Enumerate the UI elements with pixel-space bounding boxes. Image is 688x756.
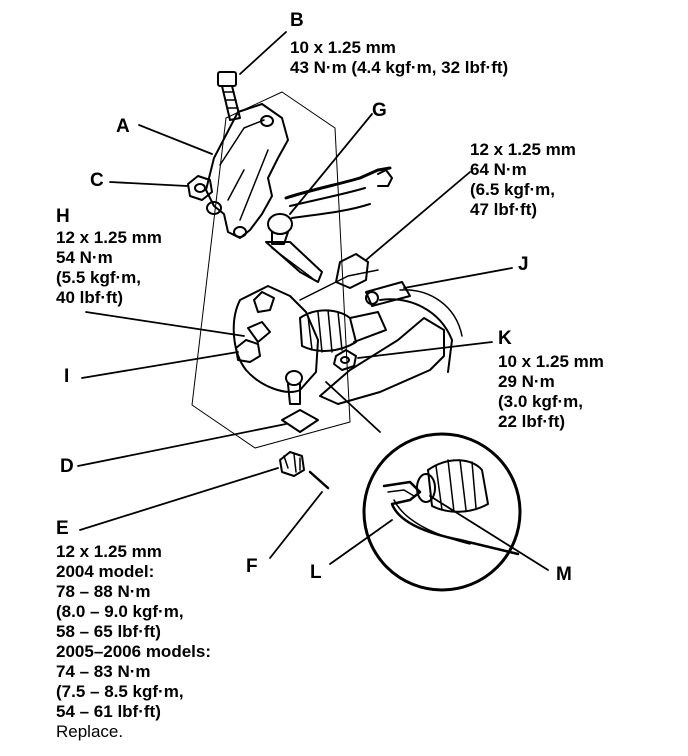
spec-k-line: 29 N·m: [498, 372, 555, 391]
leader-lines: [77, 31, 549, 571]
spec-g: 12 x 1.25 mm 64 N·m (6.5 kgf·m, 47 lbf·f…: [470, 140, 576, 220]
spec-k-line: 22 lbf·ft): [498, 412, 566, 431]
nut-c: [187, 175, 213, 201]
label-m: M: [556, 564, 572, 585]
spec-e-line: (8.0 – 9.0 kgf·m,: [56, 602, 184, 621]
spec-e-line: (7.5 – 8.5 kgf·m,: [56, 682, 184, 701]
spec-e-line: 2004 model:: [56, 562, 155, 581]
reference-panel-outline: [191, 91, 351, 449]
spec-e-line: 54 – 61 lbf·ft): [56, 702, 161, 721]
spec-b-line: 43 N·m (4.4 kgf·m, 32 lbf·ft): [290, 58, 509, 77]
spec-e-line: Replace.: [56, 722, 124, 741]
spec-g-line: (6.5 kgf·m,: [470, 180, 556, 199]
ball-joint-d: [281, 370, 319, 433]
spec-k-line: 10 x 1.25 mm: [498, 352, 604, 371]
spec-h-line: 12 x 1.25 mm: [56, 228, 162, 247]
spec-e-line: 58 – 65 lbf·ft): [56, 622, 161, 641]
nut-k: [333, 349, 357, 371]
spec-e-line: 12 x 1.25 mm: [56, 542, 162, 561]
spec-b: 10 x 1.25 mm 43 N·m (4.4 kgf·m, 32 lbf·f…: [290, 38, 508, 78]
label-l: L: [310, 562, 322, 583]
nut-i: [235, 339, 261, 363]
ball-joint-g: [267, 213, 293, 245]
label-k: K: [498, 328, 512, 349]
spec-h-line: 40 lbf·ft): [56, 288, 124, 307]
label-h: H: [56, 206, 70, 227]
label-e: E: [56, 518, 69, 539]
upper-link: [265, 241, 323, 283]
spec-e-line: 74 – 83 N·m: [56, 662, 151, 681]
spec-g-line: 64 N·m: [470, 160, 527, 179]
bolt-b: [217, 71, 241, 121]
label-f: F: [246, 556, 258, 577]
label-j: J: [518, 254, 529, 275]
knuckle: [232, 253, 379, 393]
drive-shaft-boot: [299, 309, 387, 353]
label-b: B: [290, 10, 304, 31]
spec-e: 12 x 1.25 mm 2004 model: 78 – 88 N·m (8.…: [56, 542, 211, 742]
spec-h: 12 x 1.25 mm 54 N·m (5.5 kgf·m, 40 lbf·f…: [56, 228, 162, 308]
spec-e-line: 2005–2006 models:: [56, 642, 211, 661]
label-i: I: [64, 366, 70, 387]
label-g: G: [372, 100, 387, 121]
bracket-a: [205, 103, 289, 239]
castle-nut-e: [279, 451, 305, 477]
spec-g-line: 12 x 1.25 mm: [470, 140, 576, 159]
spec-k: 10 x 1.25 mm 29 N·m (3.0 kgf·m, 22 lbf·f…: [498, 352, 604, 432]
stabilizer-bar: [284, 166, 392, 200]
bolt-h-head: [247, 321, 271, 343]
tie-rod-end-j: [365, 281, 411, 307]
label-d: D: [60, 456, 74, 477]
spec-h-line: 54 N·m: [56, 248, 113, 267]
spec-h-line: (5.5 kgf·m,: [56, 268, 142, 287]
detail-view: [362, 432, 522, 592]
spec-e-line: 78 – 88 N·m: [56, 582, 151, 601]
spec-k-line: (3.0 kgf·m,: [498, 392, 584, 411]
spec-g-line: 47 lbf·ft): [470, 200, 538, 219]
lower-arm: [319, 317, 445, 405]
spec-b-line: 10 x 1.25 mm: [290, 38, 396, 57]
label-c: C: [90, 170, 104, 191]
cotter-pin-f: [308, 470, 330, 490]
label-a: A: [116, 116, 130, 137]
